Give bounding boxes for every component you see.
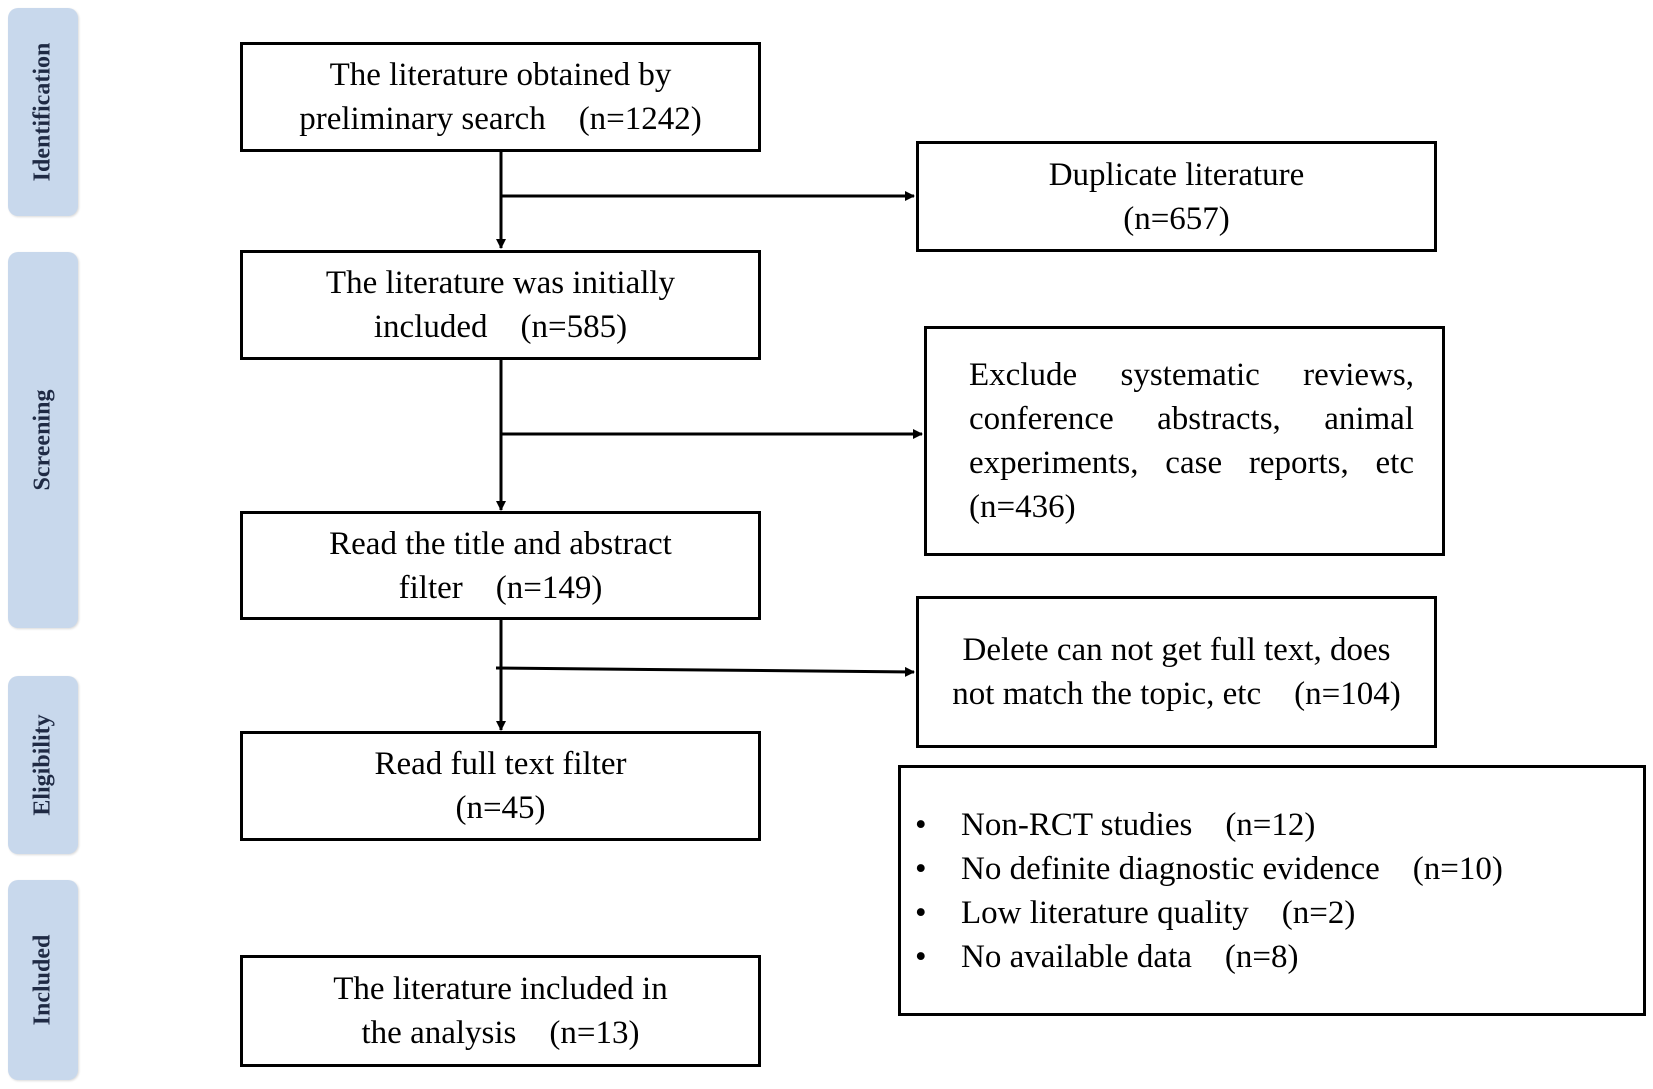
- box-exclude-reviews: Exclude systematic reviews, conference a…: [924, 326, 1447, 556]
- box-initially-included-line1: The literature was initially: [325, 265, 676, 301]
- box-duplicate: Duplicate literature (n=657): [916, 141, 1437, 252]
- box-delete-fulltext: Delete can not get full text, does not m…: [916, 596, 1437, 748]
- box-included-analysis-line1: The literature included in: [333, 971, 668, 1007]
- exclusion-reason-item: No definite diagnostic evidence (n=10): [915, 847, 1503, 891]
- box-full-text: Read full text filter (n=45): [240, 731, 761, 841]
- box-title-abstract: Read the title and abstract filter (n=14…: [240, 511, 761, 620]
- box-exclusion-reasons: Non-RCT studies (n=12) No definite diagn…: [898, 765, 1646, 1016]
- box-preliminary-search-line2: preliminary search (n=1242): [299, 101, 702, 137]
- box-title-abstract-line1: Read the title and abstract: [329, 525, 672, 562]
- box-duplicate-line1: Duplicate literature: [1048, 156, 1305, 193]
- stage-bar-screening: Screening: [8, 252, 78, 628]
- box-title-abstract-line2: filter (n=149): [398, 569, 603, 606]
- box-initially-included: The literature was initially included (n…: [240, 250, 761, 360]
- box-included-analysis: The literature included in the analysis …: [240, 955, 761, 1067]
- box-initially-included-line2: included (n=585): [373, 309, 628, 345]
- exclusion-reason-item: Non-RCT studies (n=12): [915, 803, 1503, 847]
- box-full-text-line2: (n=45): [455, 790, 546, 826]
- box-exclude-reviews-text: Exclude systematic reviews, conference a…: [969, 357, 1447, 525]
- box-preliminary-search: The literature obtained by preliminary s…: [240, 42, 761, 152]
- box-duplicate-line2: (n=657): [1123, 200, 1230, 237]
- box-preliminary-search-line1: The literature obtained by: [329, 57, 672, 93]
- stage-bar-identification: Identification: [8, 8, 78, 216]
- exclusion-reason-item: Low literature quality (n=2): [915, 891, 1503, 935]
- exclusion-reason-item: No available data (n=8): [915, 935, 1503, 979]
- box-included-analysis-line2: the analysis (n=13): [361, 1015, 640, 1051]
- stage-bar-eligibility: Eligibility: [8, 676, 78, 854]
- stage-bar-included: Included: [8, 880, 78, 1080]
- box-full-text-line1: Read full text filter: [374, 746, 627, 782]
- arrow-to-delete-fulltext: [495, 666, 915, 677]
- box-delete-fulltext-line1: Delete can not get full text, does: [962, 632, 1391, 668]
- exclusion-reasons-list: Non-RCT studies (n=12) No definite diagn…: [901, 803, 1503, 979]
- box-delete-fulltext-line2: not match the topic, etc (n=104): [952, 676, 1401, 712]
